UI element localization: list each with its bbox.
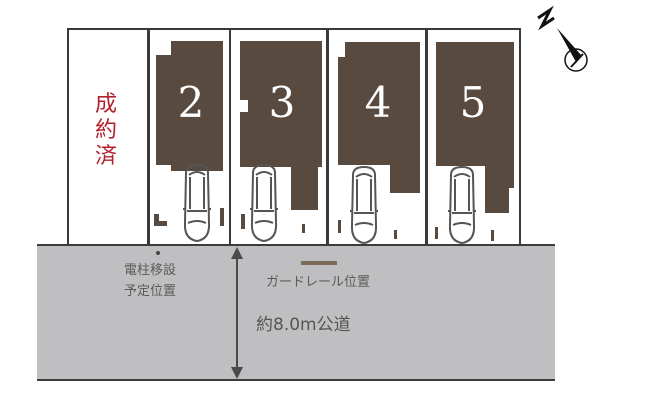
fence-post	[394, 230, 397, 239]
lot-frame-top	[67, 28, 521, 30]
fence-post	[241, 214, 245, 229]
car-icon	[183, 163, 211, 243]
road-width-arrow-icon	[231, 247, 243, 379]
building-5-rear-2	[485, 186, 509, 213]
lot-divider-2-3	[229, 28, 231, 245]
guardrail-label: ガードレール位置	[266, 275, 371, 290]
building-5	[436, 42, 514, 166]
fence-post	[338, 220, 341, 233]
fence-post	[220, 208, 224, 226]
car-icon	[448, 165, 476, 245]
lot-frame-right	[519, 30, 521, 245]
fence-post	[302, 224, 305, 233]
fence-post	[154, 221, 167, 226]
pole-relocation-label-1: 電柱移設	[124, 263, 177, 278]
lot-divider-3-4	[326, 28, 329, 245]
lot-number-5: 5	[459, 78, 487, 127]
building-3-wing	[291, 165, 318, 210]
building-4	[345, 42, 420, 165]
building-2	[171, 41, 223, 171]
car-icon	[250, 163, 278, 243]
lot-divider-1-2	[147, 28, 150, 245]
utility-pole-dot	[156, 251, 160, 255]
lot-number-3: 3	[268, 78, 296, 127]
lot-divider-4-5	[425, 28, 428, 245]
fence-post	[491, 230, 494, 241]
building-5-rear	[485, 164, 514, 188]
car-icon	[350, 165, 378, 245]
lot-frame-left	[67, 28, 69, 245]
road-label: 約8.0m公道	[256, 315, 351, 335]
building-3	[240, 41, 322, 167]
lot-number-4: 4	[364, 78, 392, 127]
pole-relocation-label-2: 予定位置	[124, 284, 177, 299]
guardrail-marker	[301, 261, 337, 265]
sold-label: 成約済	[94, 92, 117, 169]
fence-post	[154, 214, 159, 226]
building-2-wing	[156, 55, 172, 165]
public-road	[37, 244, 555, 381]
fence-post	[435, 227, 438, 239]
building-4-wing	[338, 57, 348, 165]
north-compass-icon	[537, 5, 588, 72]
building-4-rear	[390, 163, 420, 193]
lot-number-2: 2	[177, 78, 205, 127]
building-3-notch	[240, 100, 248, 112]
